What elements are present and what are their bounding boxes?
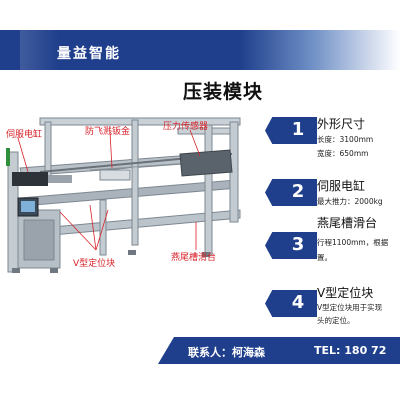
annotation-servo: 伺服电缸 bbox=[6, 130, 43, 140]
feature-title: 燕尾槽滑台 bbox=[317, 216, 378, 230]
badge-number: 2 bbox=[291, 181, 305, 202]
feature-line: 头的定位。 bbox=[317, 316, 355, 325]
badge-3: 3 bbox=[265, 232, 317, 259]
badge-number: 1 bbox=[291, 119, 305, 140]
feature-title: 外形尺寸 bbox=[317, 117, 366, 131]
feature-line: 置。 bbox=[317, 253, 332, 262]
feature-title: 伺服电缸 bbox=[317, 179, 366, 193]
badge-number: 3 bbox=[291, 234, 305, 255]
badge-shape bbox=[265, 232, 317, 259]
feature-line: 行程1100mm，根据 bbox=[317, 238, 389, 247]
feature-line: 最大推力：2000kg bbox=[317, 197, 383, 206]
annotation-vblock: V型定位块 bbox=[73, 259, 116, 269]
machine-illustration bbox=[6, 117, 241, 273]
annotation-sensor: 压力传感器 bbox=[163, 122, 209, 132]
feature-title: V型定位块 bbox=[317, 286, 374, 300]
banner-highlight bbox=[20, 30, 60, 70]
badge-number: 4 bbox=[291, 292, 305, 313]
page-title: 压装模块 bbox=[183, 81, 264, 103]
annotation-guard: 防飞溅钣金 bbox=[85, 127, 131, 137]
badge-4: 4 bbox=[265, 290, 317, 317]
feature-line: 长度：3100mm bbox=[317, 135, 374, 144]
annotation-slide: 燕尾槽滑台 bbox=[171, 253, 217, 263]
contact-person: 联系人：柯海森 bbox=[188, 346, 265, 359]
top-banner bbox=[0, 30, 400, 70]
badge-2: 2 bbox=[265, 179, 317, 206]
badge-shape bbox=[265, 179, 317, 206]
contact-phone: TEL: 180 72 bbox=[314, 344, 387, 357]
badge-shape bbox=[265, 117, 317, 144]
banner-band bbox=[0, 30, 240, 70]
brand-name: 量益智能 bbox=[57, 46, 121, 62]
banner-fade bbox=[240, 30, 400, 70]
footer-corner bbox=[158, 337, 174, 364]
badge-1: 1 bbox=[265, 117, 317, 144]
contact-footer: 联系人：柯海森 TEL: 180 72 bbox=[158, 337, 400, 364]
badge-shape bbox=[265, 290, 317, 317]
feature-line: 宽度：650mm bbox=[317, 149, 369, 158]
feature-line: V型定位块用于实现 bbox=[317, 303, 383, 312]
